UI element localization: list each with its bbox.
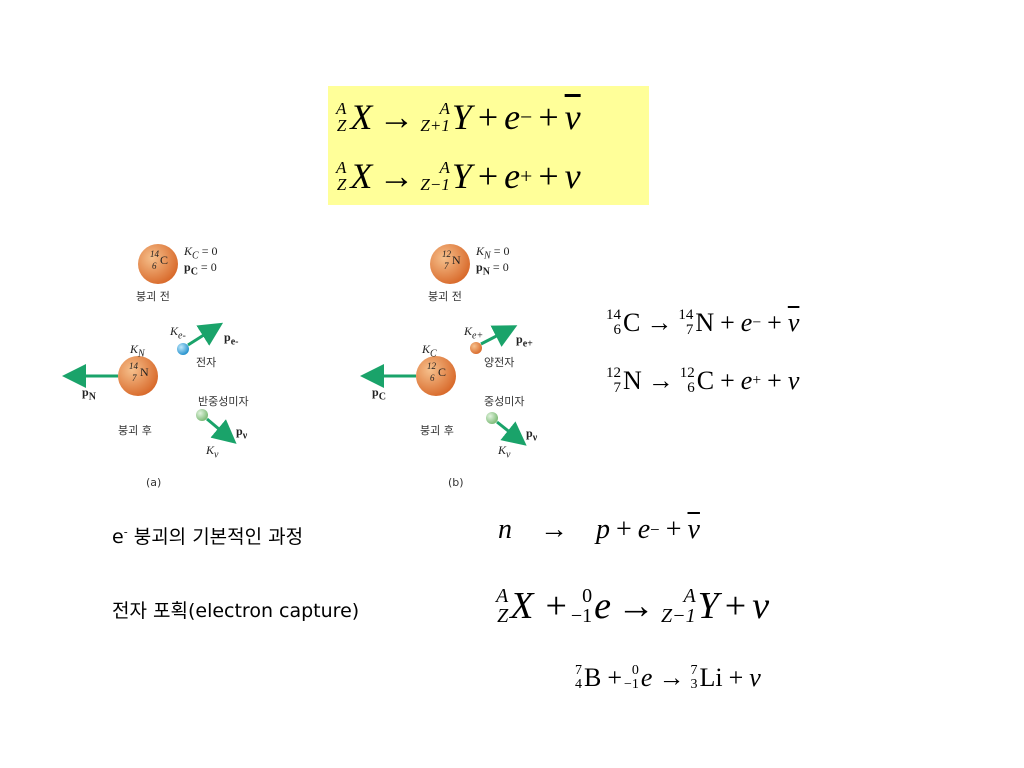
- beta-plus-graphics: [360, 244, 527, 446]
- beta-minus-graphics: [62, 244, 237, 444]
- positron-momentum-arrow: [480, 325, 518, 347]
- beta-plus-diagram: 12 7 N KN = 0 pN = 0 붕괴 전 KC 12 6 C pC K…: [350, 238, 610, 498]
- nitrogen-12-nucleus: [430, 244, 470, 284]
- electron-particle: [177, 343, 189, 355]
- antineutrino-particle: [196, 409, 208, 421]
- neutrino-particle: [486, 412, 498, 424]
- electron-momentum-arrow: [187, 322, 224, 347]
- antineutrino-momentum-arrow: [206, 417, 237, 444]
- electron-capture-label: 전자 포획(electron capture): [112, 600, 360, 622]
- nitrogen-14-nucleus: [118, 356, 158, 396]
- neutrino-momentum-arrow: [496, 420, 527, 446]
- beta-minus-diagram: 14 6 C KC = 0 pC = 0 붕괴 전 KN 14 7 N pN K…: [58, 238, 318, 498]
- positron-particle: [470, 342, 482, 354]
- carbon-12-nucleus: [416, 356, 456, 396]
- beta-decay-label: e- 붕괴의 기본적인 과정: [112, 525, 304, 548]
- neutron-decay-equation: n → p + e− + ν: [498, 514, 700, 545]
- carbon-14-nucleus: [138, 244, 178, 284]
